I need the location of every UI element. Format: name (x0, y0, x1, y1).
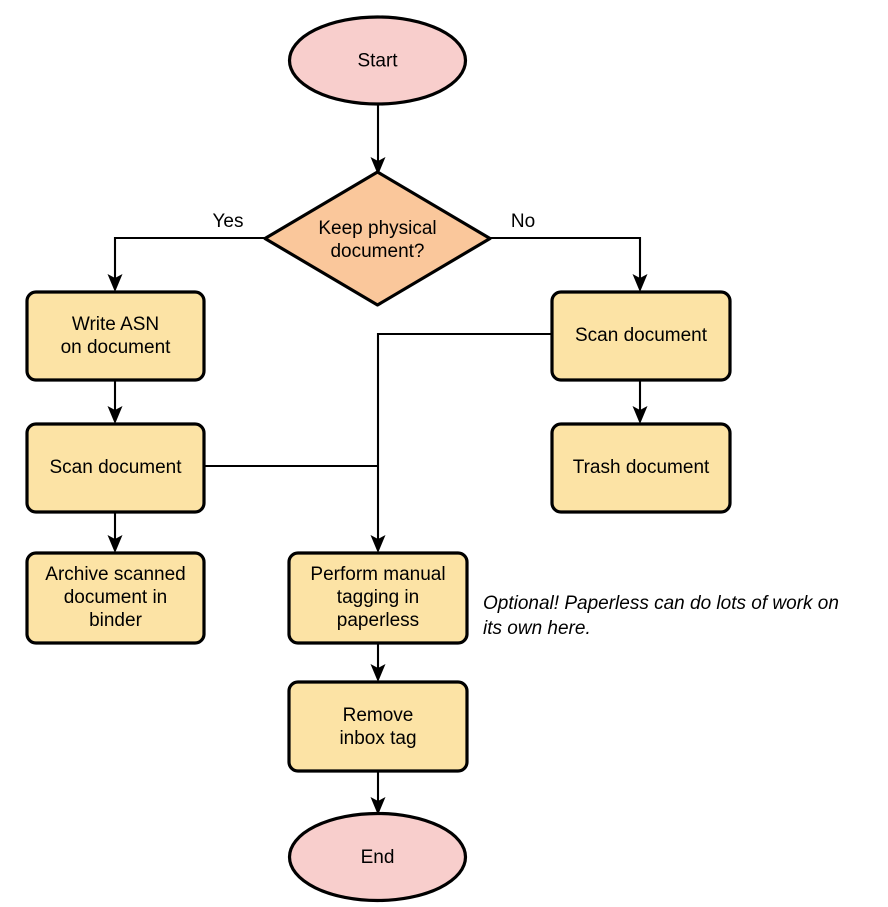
node-trash-document[interactable]: Trash document (550, 422, 732, 514)
edge-start-to-decision (370, 104, 386, 175)
arrow-head-icon (370, 535, 386, 553)
remove-inbox-tag-label-line1: Remove (343, 705, 414, 726)
node-keep-physical-document[interactable]: Keep physical document? (263, 170, 492, 307)
manual-tagging-label-line1: Perform manual (310, 564, 445, 585)
edge-remove-inbox-tag-to-end (370, 771, 386, 815)
annotation-optional-note: Optional! Paperless can do lots of work … (483, 593, 839, 639)
archive-binder-label-line1: Archive scanned (45, 564, 185, 585)
optional-note-line1: Optional! Paperless can do lots of work … (483, 593, 839, 614)
scan-document-right-box[interactable] (550, 290, 732, 382)
scan-document-left-box[interactable] (25, 422, 206, 514)
end-ellipse[interactable] (287, 811, 468, 903)
arrow-head-icon (632, 406, 648, 424)
node-scan-document-left[interactable]: Scan document (25, 422, 206, 514)
arrow-head-icon (107, 535, 123, 553)
node-scan-document-right[interactable]: Scan document (550, 290, 732, 382)
archive-binder-label-line2: document in (64, 587, 168, 608)
start-ellipse[interactable] (287, 15, 468, 106)
decision-label-line1: Keep physical (318, 218, 436, 239)
manual-tagging-label-line2: tagging in (337, 587, 419, 608)
remove-inbox-tag-label-line2: inbox tag (339, 728, 416, 749)
arrow-head-icon (370, 157, 386, 175)
node-remove-inbox-tag[interactable]: Remove inbox tag (287, 680, 469, 773)
manual-tagging-label-line3: paperless (337, 610, 419, 631)
arrow-head-icon (632, 274, 648, 292)
edge-scan-right-to-trash (632, 380, 648, 424)
node-start[interactable]: Start (287, 15, 468, 106)
start-label: Start (357, 51, 398, 72)
write-asn-label-line1: Write ASN (72, 314, 159, 335)
edge-label-no: No (511, 211, 535, 232)
archive-binder-box[interactable] (25, 551, 206, 645)
remove-inbox-tag-box[interactable] (287, 680, 469, 773)
write-asn-label-line2: on document (61, 337, 172, 358)
edge-write-asn-to-scan-left (107, 380, 123, 424)
manual-tagging-box[interactable] (287, 551, 469, 645)
edge-manual-tagging-to-remove-inbox-tag (370, 643, 386, 682)
edge-scan-left-to-archive-binder (107, 512, 123, 553)
arrow-head-icon (107, 274, 123, 292)
arrow-head-icon (107, 406, 123, 424)
decision-diamond[interactable] (263, 170, 492, 307)
arrow-head-icon (370, 797, 386, 815)
edge-label-yes: Yes (213, 211, 244, 232)
optional-note-line2: its own here. (483, 618, 591, 639)
trash-document-label: Trash document (573, 457, 710, 478)
write-asn-box[interactable] (25, 290, 206, 382)
node-archive-scanned-document[interactable]: Archive scanned document in binder (25, 551, 206, 645)
node-write-asn[interactable]: Write ASN on document (25, 290, 206, 382)
arrow-head-icon (370, 664, 386, 682)
scan-document-right-label: Scan document (575, 325, 708, 346)
edge-scan-right-to-manual-tagging (370, 332, 552, 553)
archive-binder-label-line3: binder (89, 610, 142, 631)
edge-decision-no-to-scan-right (490, 236, 648, 292)
node-end[interactable]: End (287, 811, 468, 903)
decision-label-line2: document? (330, 241, 424, 262)
end-label: End (361, 847, 395, 868)
node-perform-manual-tagging[interactable]: Perform manual tagging in paperless (287, 551, 469, 645)
edge-decision-yes-to-write-asn (107, 236, 265, 292)
scan-document-left-label: Scan document (49, 457, 182, 478)
trash-document-box[interactable] (550, 422, 732, 514)
